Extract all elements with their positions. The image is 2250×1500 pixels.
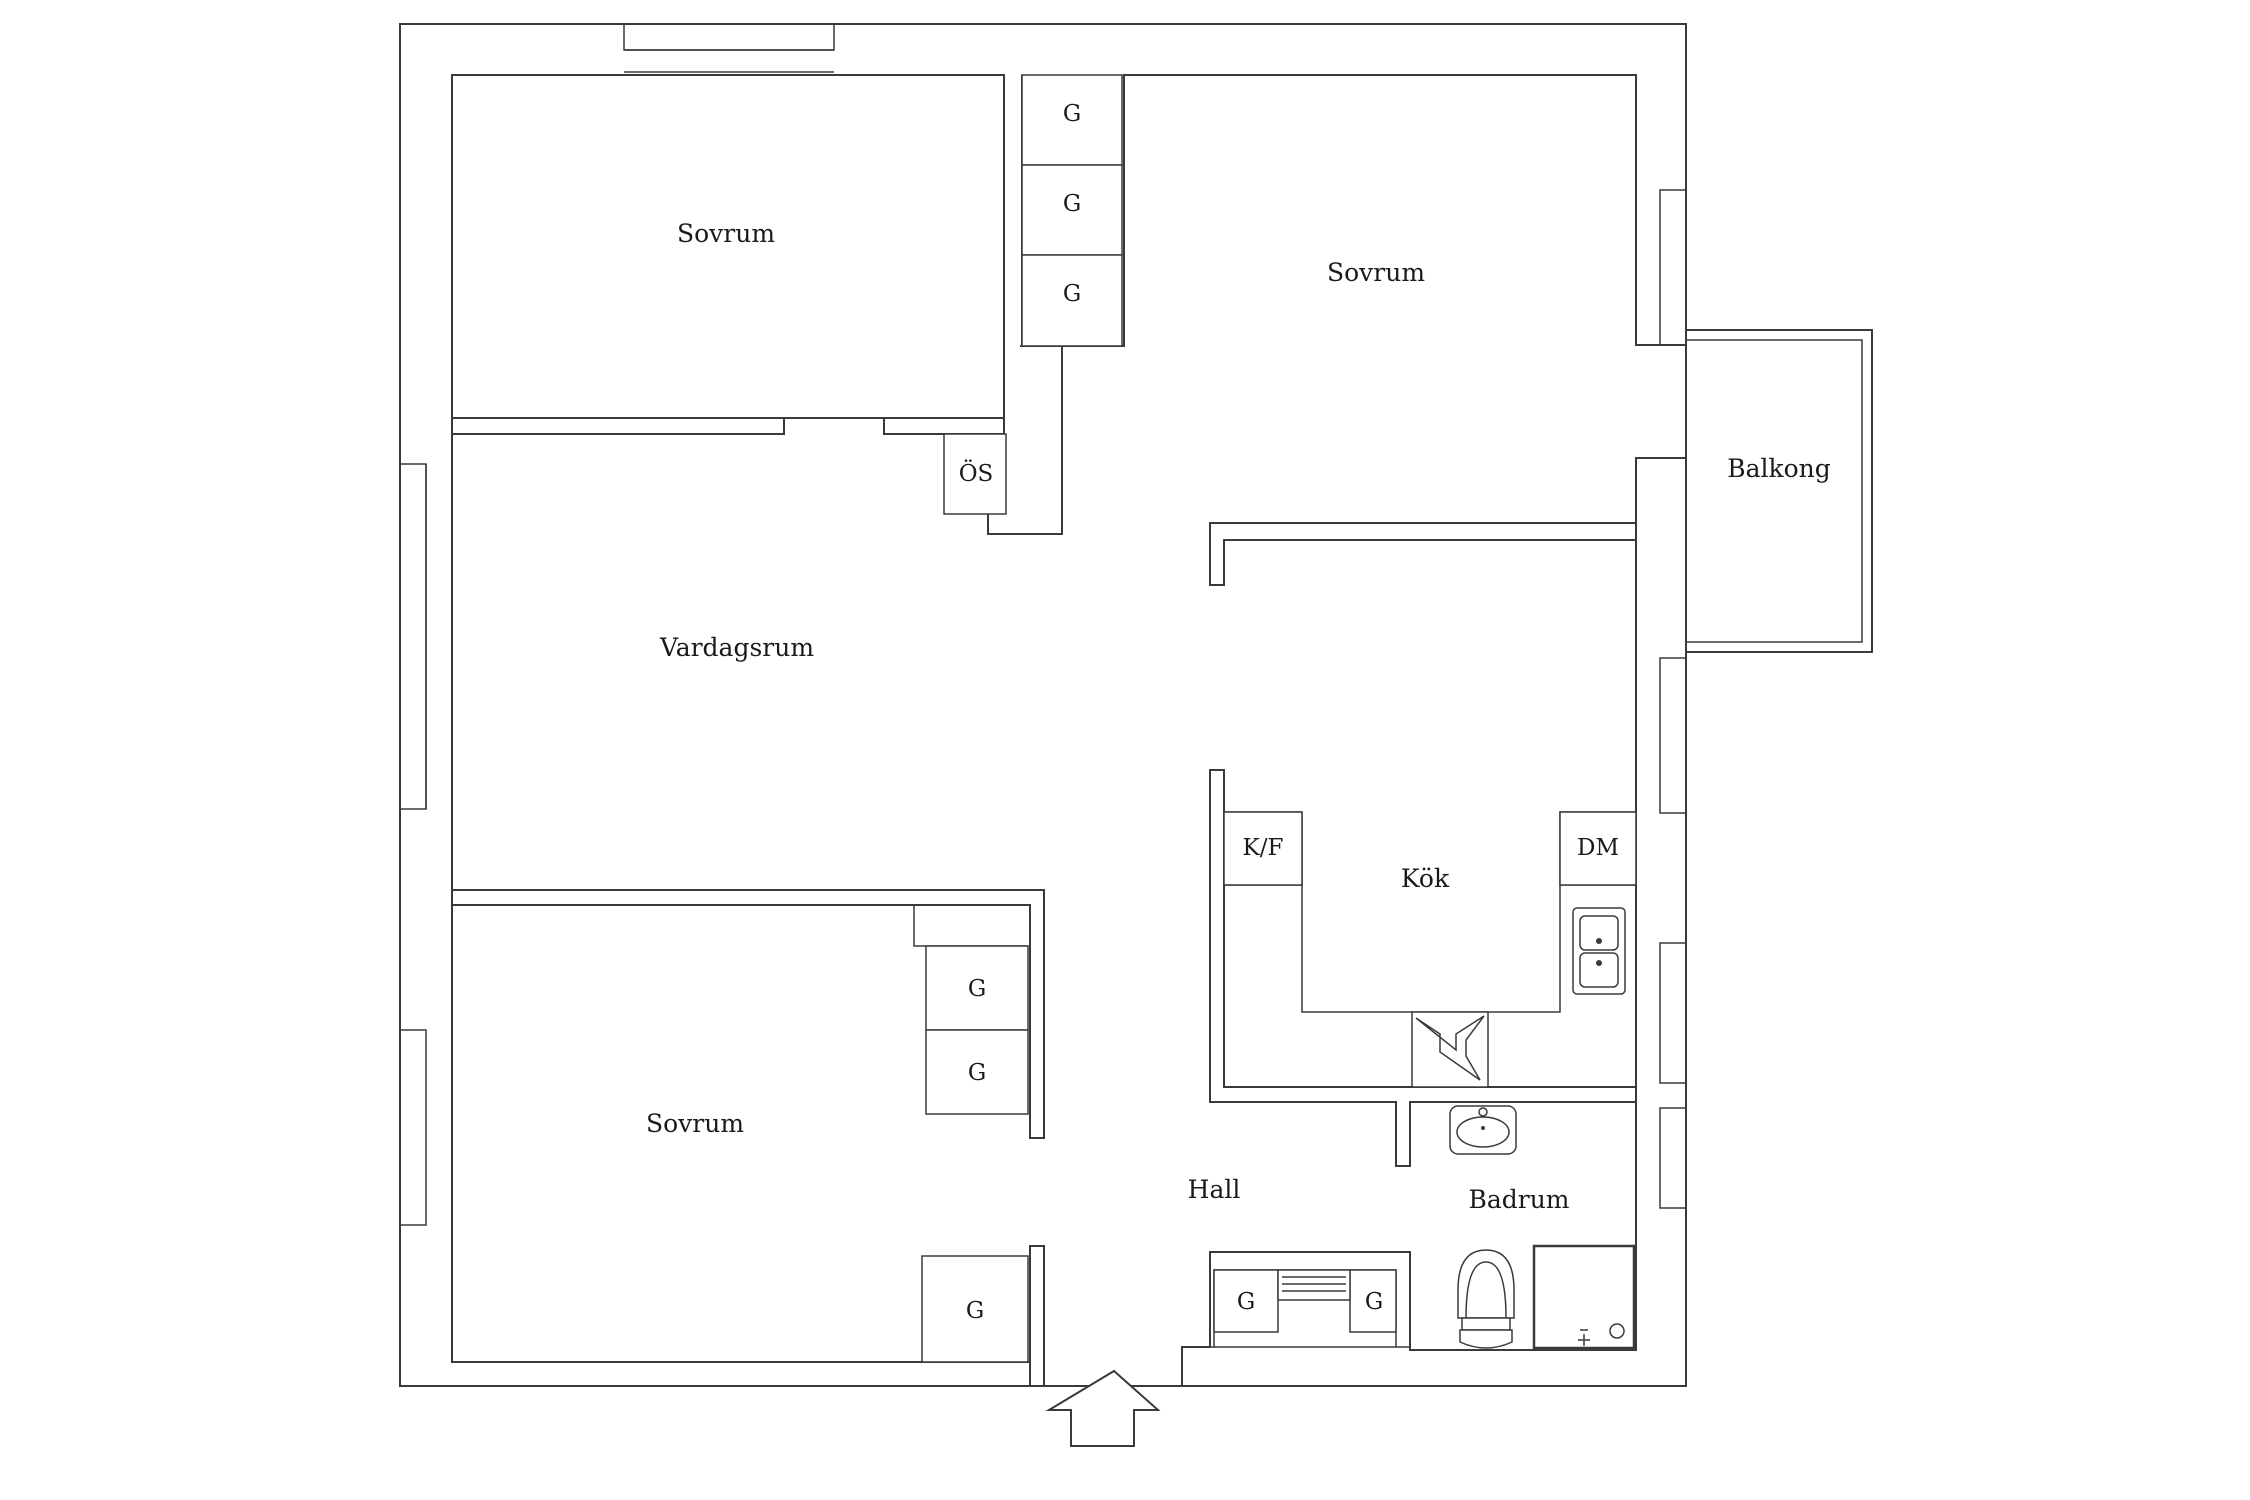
linen-cupboard-label: ÖS [959,460,994,487]
kitchen-fixtures: K/F DM [1223,811,1637,1088]
room-label-hall: Hall [1188,1175,1241,1204]
wardrobe-column-top: G G G [1021,74,1123,347]
shower-icon [1532,1244,1636,1350]
wardrobe-label: G [968,976,986,1002]
wardrobe-column-bottom: G G G [913,905,1029,1363]
dishwasher-label: DM [1577,835,1619,861]
balcony: Balkong [1685,329,1873,653]
stove-icon [1411,1011,1489,1088]
room-label-bedroom-top-right: Sovrum [1327,258,1425,287]
room-floors [451,74,1687,1387]
radiator-icon [1277,1269,1351,1301]
entrance-arrow-icon [1045,1369,1161,1447]
room-label-bedroom-top-left: Sovrum [677,219,775,248]
wardrobe-label: G [966,1298,984,1324]
washbasin-icon [1449,1105,1517,1155]
wardrobe-label: G [1063,191,1081,217]
bathroom-fixtures [1449,1105,1636,1350]
wardrobe-label: G [1365,1289,1383,1315]
linen-cupboard: ÖS [943,433,1007,534]
toilet-icon [1457,1249,1515,1349]
room-label-living-room: Vardagsrum [659,633,814,662]
room-label-balcony: Balkong [1727,454,1831,483]
room-label-bedroom-bottom-left: Sovrum [646,1109,744,1138]
room-labels: Sovrum Sovrum Vardagsrum Kök Sovrum Hall… [646,219,1570,1214]
room-label-kitchen: Kök [1401,864,1450,893]
wardrobe-label: G [1237,1289,1255,1315]
sink-icon [1572,907,1626,995]
wardrobe-label: G [968,1060,986,1086]
hall-wardrobes: G G [1213,1269,1397,1333]
room-label-bathroom: Badrum [1468,1185,1569,1214]
fridge-freezer-label: K/F [1243,835,1284,861]
wardrobe-label: G [1063,281,1081,307]
wardrobe-label: G [1063,101,1081,127]
